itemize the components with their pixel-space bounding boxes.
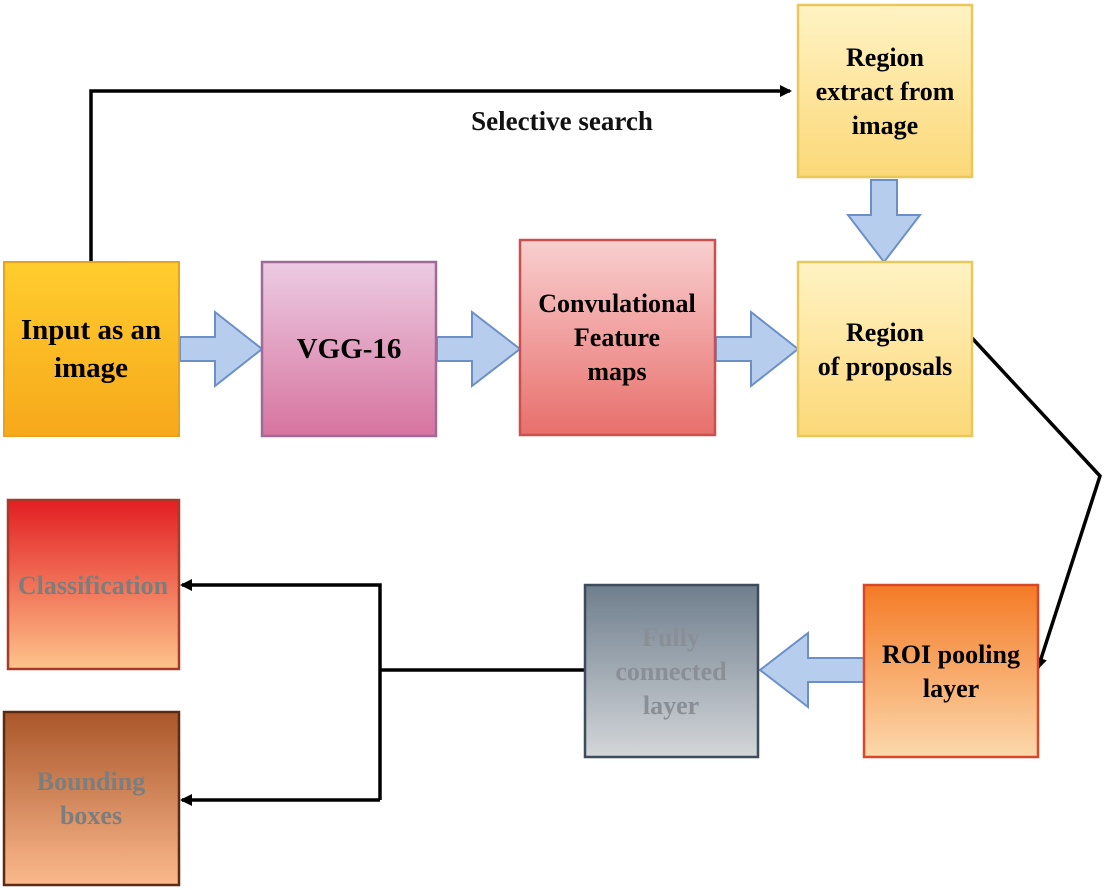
node-input-label: Input as an image — [21, 314, 161, 384]
node-label-line: connected — [615, 657, 727, 686]
node-roi-pooling-label: ROI pooling layer — [882, 640, 1020, 703]
node-label-line: Region — [846, 43, 925, 72]
node-label-line: of proposals — [818, 351, 953, 380]
node-label-line: layer — [643, 690, 699, 719]
node-fully-connected-label: Fully connected layer — [615, 623, 727, 720]
selective-search-connector — [89, 85, 792, 262]
node-region-proposals: Region of proposals — [796, 260, 974, 438]
node-label-line: VGG-16 — [297, 333, 402, 365]
node-bounding-boxes-label: Bounding boxes — [37, 767, 145, 830]
node-label-line: layer — [923, 673, 979, 702]
node-label-line: Bounding — [37, 767, 145, 796]
node-label-line: Convulational — [538, 289, 696, 318]
node-label-line: Region — [846, 318, 925, 347]
node-vgg16-label: VGG-16 — [297, 333, 402, 365]
selective-search-label: Selective search — [471, 106, 653, 136]
block-arrow-roi-to-fc — [758, 630, 865, 710]
node-label-line: Input as an — [21, 314, 161, 346]
node-label-line: image — [852, 110, 918, 139]
node-input: Input as an image — [3, 261, 180, 437]
node-label-line: boxes — [60, 800, 122, 829]
node-region-proposals-label: Region of proposals — [818, 318, 953, 381]
block-arrows — [179, 179, 923, 710]
node-label-line: Fully — [642, 623, 700, 652]
node-bounding-boxes: Bounding boxes — [2, 710, 181, 887]
node-classification-label: Classification — [18, 571, 169, 600]
node-label-line: maps — [587, 356, 646, 385]
node-region-extract-label: Region extract from image — [816, 43, 955, 140]
node-fully-connected: Fully connected layer — [583, 583, 760, 759]
node-label-line: image — [54, 352, 128, 384]
block-arrow-vgg-to-features — [436, 309, 522, 389]
node-classification: Classification — [6, 498, 181, 671]
block-arrow-features-to-proposals — [715, 309, 800, 389]
proposals-to-roi-connector — [970, 336, 1102, 670]
node-label-line: ROI pooling — [882, 640, 1020, 669]
node-roi-pooling: ROI pooling layer — [862, 583, 1040, 759]
node-vgg16: VGG-16 — [260, 260, 438, 438]
node-label-line: extract from — [816, 77, 955, 106]
node-region-extract: Region extract from image — [796, 3, 974, 179]
node-label-line: Feature — [574, 323, 660, 352]
node-label-line: Classification — [18, 571, 169, 600]
block-arrow-extract-to-proposals — [845, 179, 923, 264]
block-arrow-input-to-vgg — [179, 309, 264, 389]
to-classification-connector — [180, 579, 382, 800]
